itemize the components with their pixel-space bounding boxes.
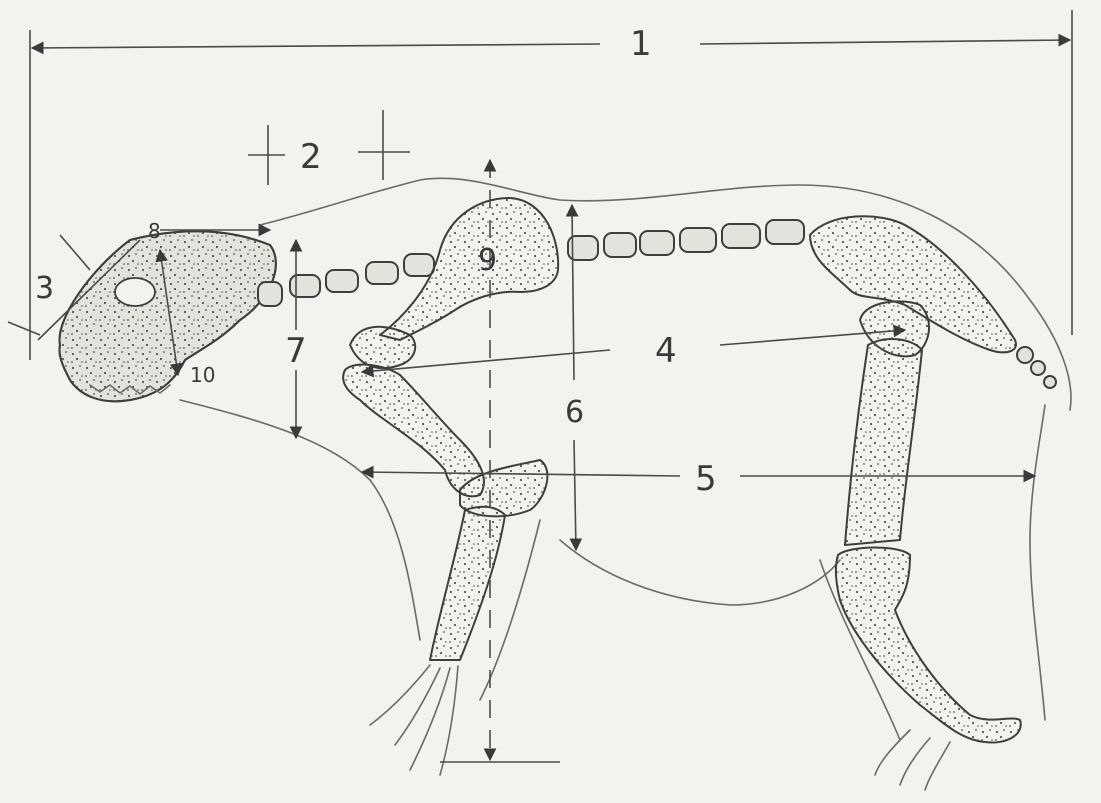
label-total-length: 1: [630, 24, 652, 64]
label-neck-height: 7: [285, 331, 307, 371]
label-head-gap: 2: [300, 137, 322, 177]
label-skull-height: 8: [148, 219, 161, 243]
label-muzzle: 3: [35, 271, 54, 306]
label-scapula: 9: [478, 243, 497, 278]
label-jaw: 10: [190, 363, 215, 387]
label-shoulder-height: 6: [565, 395, 584, 430]
label-body-width: 5: [695, 459, 717, 499]
hindlimb: [810, 216, 1021, 790]
skull: [59, 231, 275, 401]
label-trunk-length: 4: [655, 331, 677, 371]
